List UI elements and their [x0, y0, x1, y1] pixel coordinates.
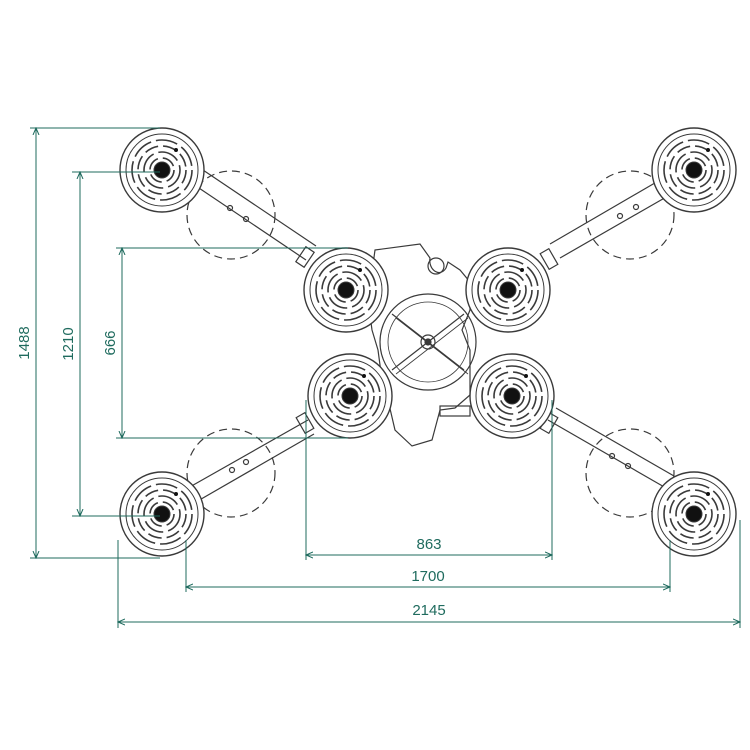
reach-circle-top-right	[585, 170, 675, 260]
reach-circle-top-left	[186, 170, 276, 260]
center-pivot	[420, 334, 436, 350]
pad-inner-top-left	[303, 247, 389, 333]
reach-circle-bottom-right	[585, 428, 675, 518]
dim-label-overall-height: 1488	[16, 326, 33, 359]
pad-inner-bottom-right	[469, 353, 555, 439]
arm-bottom-right	[539, 407, 675, 489]
reach-circle-bottom-left	[186, 428, 276, 518]
arm-top-left	[189, 167, 317, 269]
pad-outer-bottom-left	[119, 471, 205, 557]
rotation-plate-inner	[387, 301, 469, 383]
pad-inner-bottom-left	[307, 353, 393, 439]
pad-outer-top-right	[651, 127, 737, 213]
arm-top-right	[539, 179, 669, 271]
dim-label-inner-vertical: 666	[102, 330, 119, 355]
dim-label-overall-width: 2145	[412, 602, 445, 619]
pad-outer-top-left	[119, 127, 205, 213]
side-cylinder	[439, 405, 471, 417]
dim-label-outer-horizontal: 1700	[411, 568, 444, 585]
dim-label-inner-horizontal: 863	[416, 536, 441, 553]
rotation-plate	[379, 293, 477, 391]
pad-outer-bottom-right	[651, 471, 737, 557]
lifter-frame	[187, 167, 675, 503]
reach-circles	[186, 170, 675, 518]
dimensions	[30, 128, 740, 628]
vacuum-pads	[119, 127, 737, 557]
arm-bottom-left	[187, 411, 315, 503]
lifting-eye-cutout	[427, 257, 445, 275]
dim-label-outer-vertical: 1210	[60, 327, 77, 360]
pad-inner-top-right	[465, 247, 551, 333]
